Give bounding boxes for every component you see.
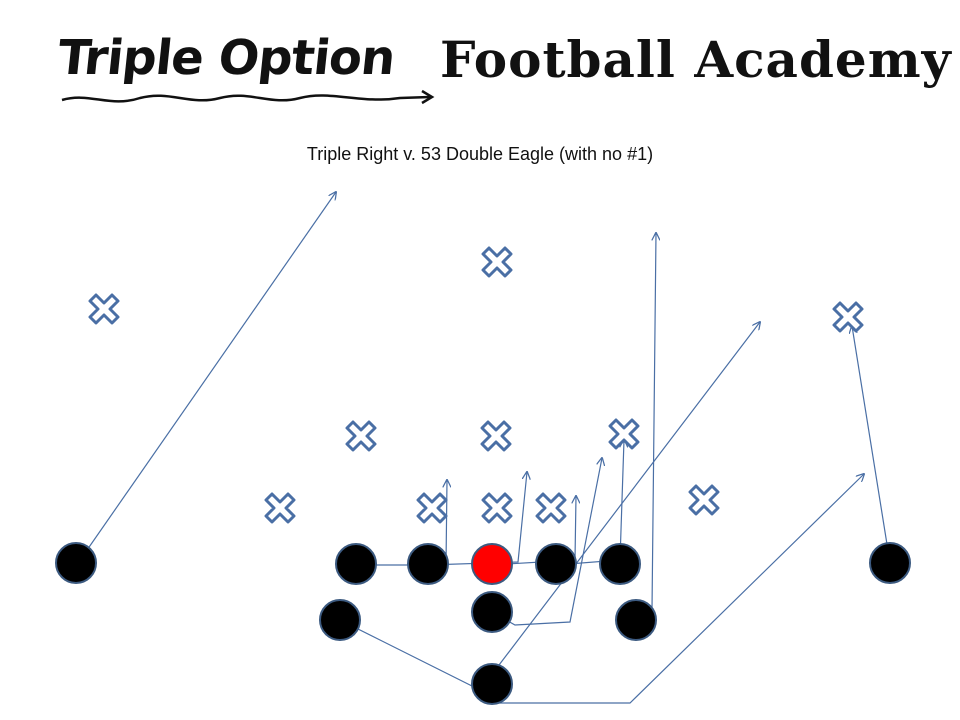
defender-left-corner	[88, 293, 120, 325]
route-left-wr	[77, 192, 336, 564]
defender-mid-lb	[480, 420, 512, 452]
player-right-tackle	[599, 543, 641, 585]
logo-swoosh	[61, 94, 431, 103]
play-title: Triple Right v. 53 Double Eagle (with no…	[306, 144, 654, 164]
player-right-slot	[615, 599, 657, 641]
defender-left-lb	[345, 420, 377, 452]
defender-left-end	[264, 492, 296, 524]
defender-right-end	[688, 484, 720, 516]
defense	[88, 246, 864, 524]
defender-right-corner	[832, 301, 864, 333]
defender-right-tackle	[535, 492, 567, 524]
logo-football-academy: Football Academy	[440, 30, 952, 89]
defender-left-tackle	[416, 492, 448, 524]
defender-nose	[481, 492, 513, 524]
player-fullback	[471, 663, 513, 705]
logo-swoosh-arrow	[421, 89, 435, 105]
player-center	[471, 543, 513, 585]
player-left-wr	[55, 542, 97, 584]
defender-safety-deep	[481, 246, 513, 278]
route-left-guard	[427, 472, 527, 566]
offense	[55, 542, 911, 705]
player-left-tackle	[335, 543, 377, 585]
player-left-slot	[319, 599, 361, 641]
header: Triple Option Football Academy	[0, 0, 960, 120]
player-right-wr	[869, 542, 911, 584]
player-right-guard	[535, 543, 577, 585]
route-right-wr	[852, 326, 891, 564]
player-left-guard	[407, 543, 449, 585]
player-quarterback	[471, 591, 513, 633]
